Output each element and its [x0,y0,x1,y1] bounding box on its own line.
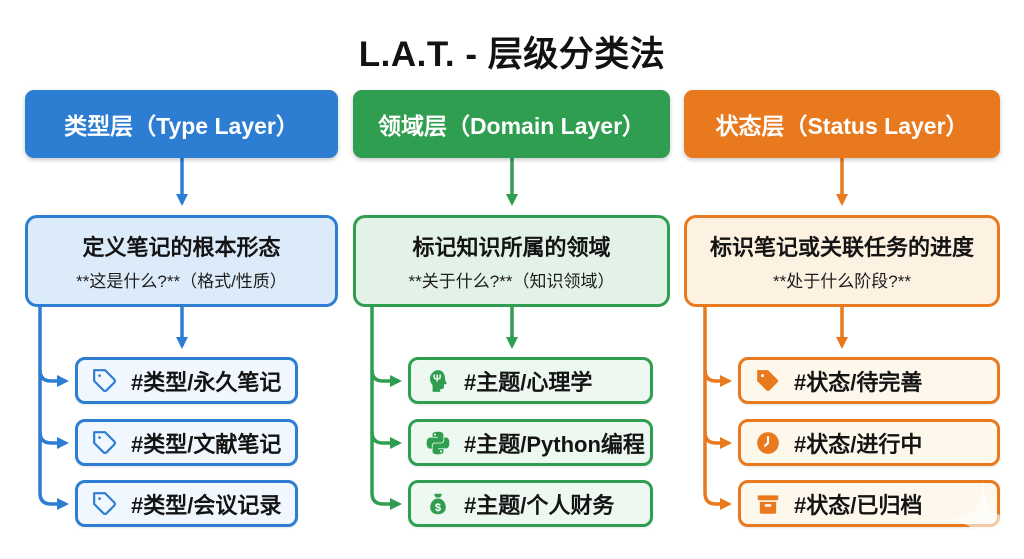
tag-item-in-progress: #状态/进行中 [738,419,1000,466]
header-type-layer: 类型层（Type Layer） [25,90,338,158]
python-logo-icon [425,430,451,456]
tag-label: #状态/已归档 [794,492,923,518]
tag-outline-icon [92,368,118,394]
tag-outline-icon [92,430,118,456]
tag-item-psychology: Ψ #主题/心理学 [408,357,653,404]
desc-subtitle: **关于什么?**（知识领域） [408,272,615,291]
desc-box-status-layer: 标识笔记或关联任务的进度 **处于什么阶段?** [684,215,1000,307]
clock-icon [755,430,781,456]
tag-item-literature-note: #类型/文献笔记 [75,419,298,466]
tag-label: #主题/Python编程 [464,431,645,457]
tag-label: #类型/会议记录 [131,492,282,518]
tag-item-personal-finance: $ #主题/个人财务 [408,480,653,527]
header-status-layer: 状态层（Status Layer） [684,90,1000,158]
tag-label: #类型/文献笔记 [131,431,282,457]
tag-label: #状态/进行中 [794,431,923,457]
tag-outline-icon [92,491,118,517]
desc-box-type-layer: 定义笔记的根本形态 **这是什么?**（格式/性质） [25,215,338,307]
tag-item-archived: #状态/已归档 [738,480,1000,527]
desc-subtitle: **处于什么阶段?** [773,272,911,291]
tag-item-to-improve: #状态/待完善 [738,357,1000,404]
archive-box-icon [755,491,781,517]
tag-label: #类型/永久笔记 [131,369,282,395]
tag-item-python: #主题/Python编程 [408,419,653,466]
tag-filled-icon [755,368,781,394]
svg-text:Ψ: Ψ [433,373,441,384]
tag-label: #主题/个人财务 [464,492,615,518]
psychology-head-icon: Ψ [425,368,451,394]
desc-box-domain-layer: 标记知识所属的领域 **关于什么?**（知识领域） [353,215,670,307]
money-bag-icon: $ [425,491,451,517]
page-title: L.A.T. - 层级分类法 [358,35,666,74]
svg-text:$: $ [435,501,441,513]
desc-subtitle: **这是什么?**（格式/性质） [76,272,287,291]
tag-item-meeting-minutes: #类型/会议记录 [75,480,298,527]
tag-label: #主题/心理学 [464,369,593,395]
header-domain-layer: 领域层（Domain Layer） [353,90,670,158]
desc-title: 标记知识所属的领域 [412,235,611,260]
tag-label: #状态/待完善 [794,369,923,395]
tag-item-permanent-note: #类型/永久笔记 [75,357,298,404]
desc-title: 定义笔记的根本形态 [82,235,281,260]
desc-title: 标识笔记或关联任务的进度 [709,235,974,260]
